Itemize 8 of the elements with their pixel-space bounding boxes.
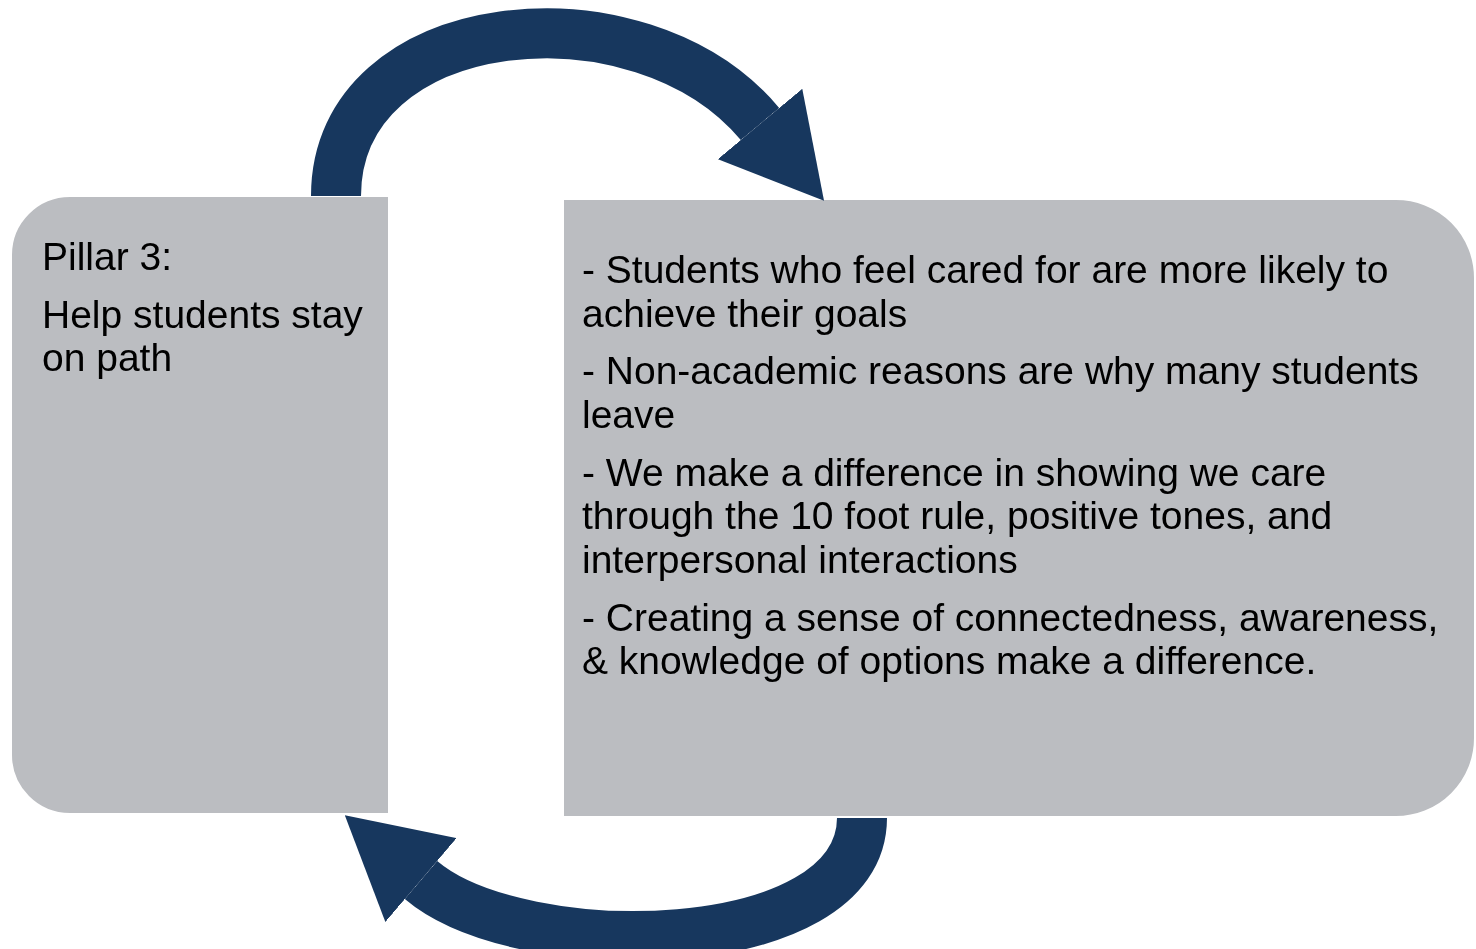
heading-text: Pillar 3: <box>42 235 174 279</box>
body-text: - Students who feel cared for are more likely to achieve their goals <box>582 248 1390 336</box>
body-text: - Creating a sense of connectedness, awareness, & knowledge of options make a difference. <box>582 595 1440 684</box>
body-text: Help students stay on path <box>42 292 364 380</box>
body-text: - We make a difference in showing we care through the 10 foot rule, positive tones, and interpersonal interactions <box>582 450 1334 582</box>
rounded-box <box>10 195 390 815</box>
rounded-box <box>562 198 1476 818</box>
body-text: - Non-academic reasons are why many students leave <box>582 349 1420 437</box>
